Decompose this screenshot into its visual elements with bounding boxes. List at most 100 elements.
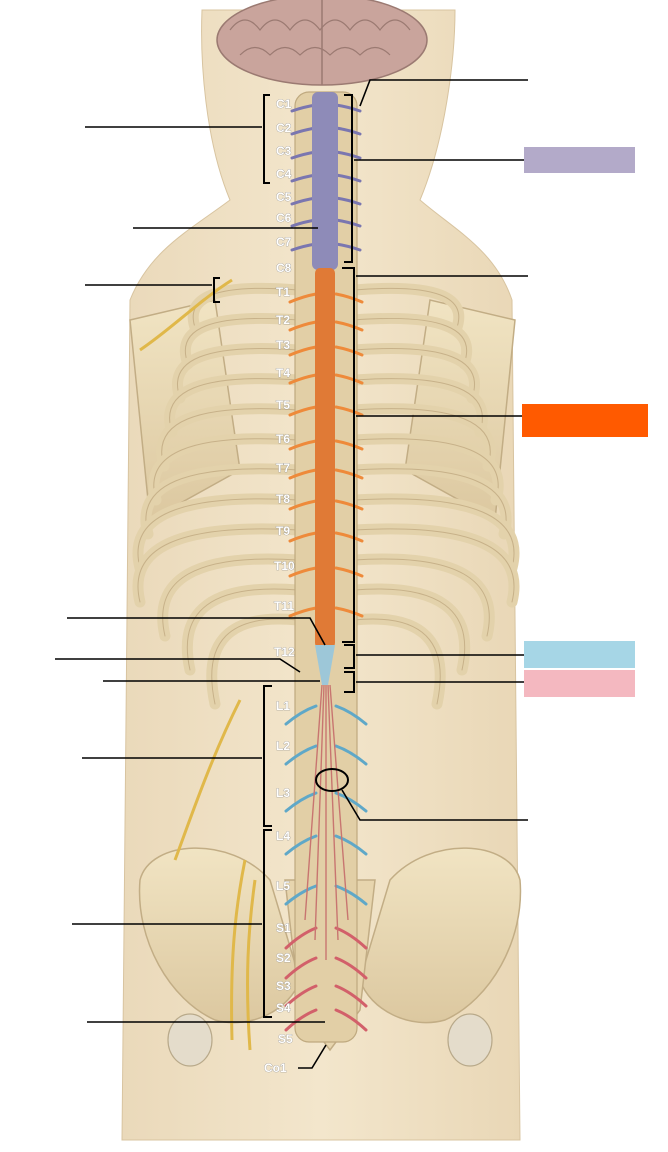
spinal-nerve: [334, 884, 368, 906]
spinal-nerve: [334, 292, 364, 304]
label-t12: T12: [274, 645, 295, 659]
label-l3: L3: [276, 786, 290, 800]
spinal-nerve: [284, 984, 318, 1008]
spinal-nerve: [284, 926, 318, 950]
rib: [184, 317, 299, 365]
spinal-nerve: [288, 373, 318, 385]
leader-lines: [55, 79, 528, 1069]
label-t5: T5: [276, 398, 290, 412]
spinal-nerve: [334, 566, 364, 578]
rib: [353, 588, 466, 671]
spinal-nerve: [284, 744, 318, 766]
peripheral-nerve: [246, 879, 257, 1051]
rib: [137, 528, 299, 603]
brain: [216, 0, 428, 86]
vertebra-labels: C1 C2 C3 C4 C5 C6 C7 C8 T1 T2 T3 T4 T5 T…: [264, 97, 296, 1076]
spinal-nerve: [334, 405, 364, 417]
spinal-nerve: [334, 926, 368, 950]
spinal-nerve: [334, 126, 362, 136]
rib: [186, 588, 299, 671]
label-c7: C7: [276, 235, 292, 249]
spinal-nerve: [334, 956, 368, 980]
label-t8: T8: [276, 492, 290, 506]
label-s4: S4: [276, 1001, 291, 1015]
cord-cervical: [312, 92, 338, 270]
label-c4: C4: [276, 167, 292, 181]
rib: [137, 498, 299, 569]
spinal-nerve: [334, 468, 364, 480]
cauda-equina: [304, 684, 349, 960]
cauda-equina-circle: [315, 768, 349, 792]
spinal-nerve: [334, 439, 364, 451]
spinal-nerve: [284, 704, 318, 726]
label-c5: C5: [276, 190, 292, 204]
leader-right-1: [359, 79, 528, 107]
leader-left-5: [55, 658, 301, 673]
leader-left-10: [298, 1044, 327, 1069]
label-t6: T6: [276, 432, 290, 446]
bracket-cervical-left: [263, 94, 270, 184]
spinal-nerve: [334, 196, 362, 206]
label-l1: L1: [276, 699, 290, 713]
spinal-nerve: [288, 531, 318, 543]
rib: [161, 408, 299, 467]
spinal-nerve: [284, 834, 318, 856]
rib: [353, 468, 507, 535]
label-t2: T2: [276, 313, 290, 327]
bracket-brachial-left: [213, 277, 220, 303]
label-l2: L2: [276, 739, 290, 753]
spinal-nerve: [288, 606, 318, 618]
label-c1: C1: [276, 97, 292, 111]
brackets: [213, 94, 355, 1018]
label-l4: L4: [276, 829, 290, 843]
spinal-nerve: [334, 173, 362, 183]
spinal-nerve: [334, 345, 364, 357]
spinal-nerve: [284, 956, 318, 980]
label-t7: T7: [276, 461, 290, 475]
rib: [353, 408, 491, 467]
rib: [145, 468, 299, 535]
label-t9: T9: [276, 524, 290, 538]
bracket-sacral-left: [263, 829, 272, 1018]
spinal-nerve: [334, 103, 362, 113]
bracket-lumbar-left: [263, 685, 272, 827]
spinal-nerve: [288, 345, 318, 357]
conus-medullaris: [315, 645, 335, 685]
rib: [353, 618, 441, 705]
label-co1: Co1: [264, 1061, 287, 1075]
rib: [353, 378, 483, 433]
spinal-nerve: [334, 218, 362, 228]
legend-swatches: [522, 147, 648, 697]
rib: [353, 438, 499, 501]
label-s5: S5: [278, 1032, 293, 1046]
spinal-nerve: [334, 499, 364, 511]
label-s1: S1: [276, 921, 291, 935]
bracket-lumbar-right: [344, 644, 355, 669]
spinal-nerve: [334, 373, 364, 385]
rib: [169, 378, 299, 433]
spinal-nerve: [288, 468, 318, 480]
bracket-thoracic-right: [342, 267, 355, 643]
label-t4: T4: [276, 366, 290, 380]
spinal-nerve: [288, 405, 318, 417]
label-t3: T3: [276, 338, 290, 352]
label-t1: T1: [276, 285, 290, 299]
swatch-lumbar: [524, 641, 635, 668]
rib: [153, 438, 299, 501]
spinal-nerve: [288, 499, 318, 511]
spinal-nerve: [288, 292, 318, 304]
peripheral-nerve: [230, 859, 247, 1041]
peripheral-nerve: [139, 278, 233, 352]
label-s3: S3: [276, 979, 291, 993]
bracket-sacral-right: [344, 671, 355, 693]
swatch-thoracic: [522, 404, 648, 437]
spinal-nerve: [288, 439, 318, 451]
spinal-nerve: [334, 606, 364, 618]
rib: [353, 317, 468, 365]
rib-cage: [132, 282, 520, 710]
label-t10: T10: [274, 559, 295, 573]
label-c3: C3: [276, 144, 292, 158]
rib: [353, 348, 475, 399]
spinal-nerve: [334, 320, 364, 332]
spinal-nerve: [334, 834, 368, 856]
